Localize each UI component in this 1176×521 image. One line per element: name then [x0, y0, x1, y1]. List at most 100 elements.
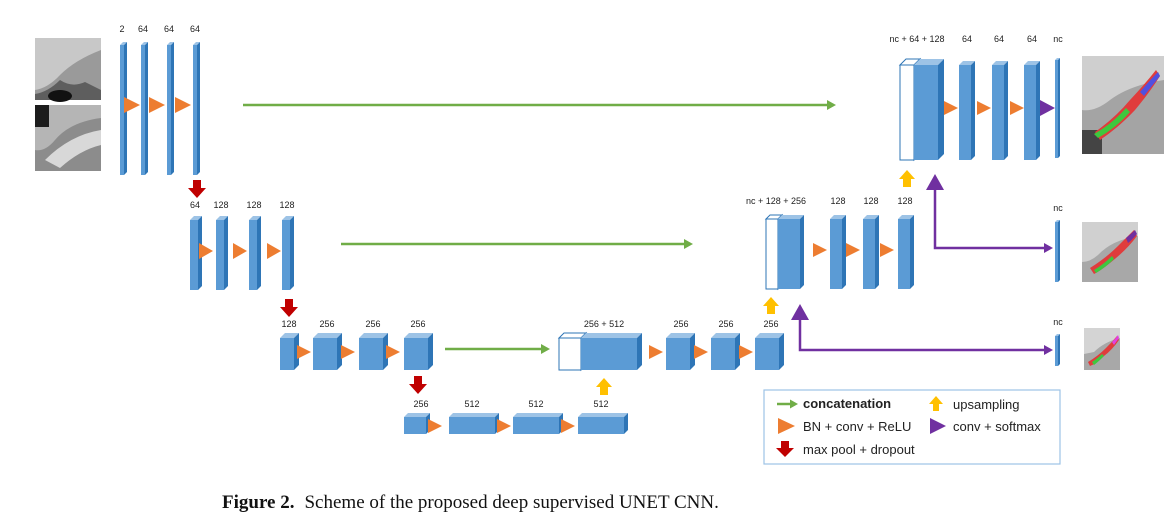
output-segmentation-image-2: [1082, 222, 1138, 282]
bottom-block-3: [513, 413, 563, 434]
encoder-l2-label-2: 128: [213, 200, 228, 210]
legend-upsampling-icon: [929, 396, 943, 411]
encoder-l3-label-4: 256: [410, 319, 425, 329]
decoder-l1-label-1: nc + 64 + 128: [889, 34, 944, 44]
output-l3-block: [1055, 334, 1060, 366]
decoder-l3-block-4: [755, 333, 784, 370]
decoder-l3-conv-arrow-2: [694, 345, 708, 359]
encoder-l2-block-2: [216, 216, 228, 290]
feature-map-blocks: [120, 42, 1060, 434]
bottom-conv-arrow-2: [497, 419, 511, 433]
decoder-l3-block-3: [711, 333, 740, 370]
decoder-l2-conv-arrow-2: [846, 243, 860, 257]
encoder-l3-label-3: 256: [365, 319, 380, 329]
decoder-l2-block-1: [778, 215, 804, 289]
bottom-block-2: [449, 413, 499, 434]
figure-caption: Figure 2.Scheme of the proposed deep sup…: [222, 492, 719, 514]
bottom-label-4: 512: [593, 399, 608, 409]
legend-upsampling-label: upsampling: [953, 397, 1020, 412]
legend-concatenation-icon: [777, 399, 798, 409]
legend-bn-conv-relu-label: BN + conv + ReLU: [803, 419, 911, 434]
encoder-l2-conv-arrow-1: [199, 243, 213, 259]
flow-arrows: [243, 100, 1053, 355]
encoder-l3-block-2: [313, 333, 342, 370]
encoder-l1-conv-arrow-2: [149, 97, 165, 113]
encoder-l3-conv-arrow-1: [297, 345, 311, 359]
decoder-l1-label-4: 64: [1027, 34, 1037, 44]
encoder-l3-conv-arrow-2: [341, 345, 355, 359]
decoder-l3-label-3: 256: [718, 319, 733, 329]
encoder-l1-conv-arrow-1: [124, 97, 140, 113]
encoder-l2-label-4: 128: [279, 200, 294, 210]
deep-supervision-path-l2: [926, 174, 1053, 253]
mri-images: [35, 38, 1164, 370]
upsampling-arrow-1: [596, 378, 612, 395]
output-l2-block: [1055, 220, 1060, 282]
skip-concat-arrow-l2: [341, 239, 693, 249]
legend: concatenation upsampling BN + conv + ReL…: [763, 389, 1061, 465]
output-segmentation-image-3: [1084, 328, 1120, 370]
encoder-l1-block-3: [167, 42, 174, 175]
decoder-l3-block-1: [581, 333, 642, 370]
upsampling-arrow-2: [763, 297, 779, 314]
decoder-l3-label-1: 256 + 512: [584, 319, 624, 329]
decoder-l3-block-2: [666, 333, 695, 370]
upsampling-arrow-3: [899, 170, 915, 187]
bottom-label-1: 256: [413, 399, 428, 409]
maxpool-arrow-3: [409, 376, 427, 394]
encoder-l1-block-4: [193, 42, 200, 175]
skip-concat-arrow-l1: [243, 100, 836, 110]
encoder-l2-block-4: [282, 216, 294, 290]
bottom-block-1: [404, 413, 430, 434]
output-l1-label: nc: [1053, 34, 1063, 44]
small-arrows: [124, 97, 1055, 433]
legend-maxpool-icon: [776, 441, 794, 457]
legend-concatenation-label: concatenation: [803, 396, 891, 411]
decoder-l2-label-4: 128: [897, 196, 912, 206]
encoder-l3-block-1: [280, 333, 299, 370]
input-mri-image-top: [35, 38, 101, 102]
decoder-l1-conv-arrow-3: [1010, 101, 1024, 115]
encoder-l3-block-4: [404, 333, 433, 370]
decoder-l3-conv-arrow-3: [739, 345, 753, 359]
legend-box: [763, 389, 1061, 465]
output-l1-block: [1055, 58, 1060, 158]
bottom-label-3: 512: [528, 399, 543, 409]
encoder-l2-block-3: [249, 216, 261, 290]
decoder-l3-label-2: 256: [673, 319, 688, 329]
bottom-block-4: [578, 413, 628, 434]
output-l2-label: nc: [1053, 203, 1063, 213]
bottom-conv-arrow-3: [561, 419, 575, 433]
encoder-l1-label-2: 64: [138, 24, 148, 34]
decoder-l3-label-4: 256: [763, 319, 778, 329]
decoder-l2-block-2: [830, 215, 846, 289]
decoder-l1-block-1: [914, 59, 944, 160]
output-l1-softmax-arrow: [1040, 100, 1055, 116]
encoder-l3-conv-arrow-3: [386, 345, 400, 359]
decoder-l2-block-3: [863, 215, 879, 289]
encoder-l3-label-2: 256: [319, 319, 334, 329]
deep-supervision-path-l3: [791, 304, 1053, 355]
decoder-l2-label-3: 128: [863, 196, 878, 206]
decoder-l1-block-4: [1024, 61, 1040, 160]
bottom-conv-arrow-1: [428, 419, 442, 433]
encoder-l1-conv-arrow-3: [175, 97, 191, 113]
skip-concat-arrow-l3: [445, 344, 550, 354]
encoder-l3-label-1: 128: [281, 319, 296, 329]
decoder-l1-conv-arrow-2: [977, 101, 991, 115]
legend-bn-conv-relu-icon: [778, 418, 795, 434]
decoder-l3-conv-arrow-1: [649, 345, 663, 359]
encoder-l1-block-2: [141, 42, 148, 175]
decoder-l2-label-2: 128: [830, 196, 845, 206]
caption-label: Figure 2.: [222, 492, 295, 513]
maxpool-arrow-2: [280, 299, 298, 317]
decoder-l2-label-1: nc + 128 + 256: [746, 196, 806, 206]
output-l3-label: nc: [1053, 317, 1063, 327]
encoder-l2-label-1: 64: [190, 200, 200, 210]
decoder-l2-conv-arrow-1: [813, 243, 827, 257]
legend-conv-softmax-icon: [930, 418, 946, 434]
encoder-l2-label-3: 128: [246, 200, 261, 210]
encoder-l2-conv-arrow-3: [267, 243, 281, 259]
